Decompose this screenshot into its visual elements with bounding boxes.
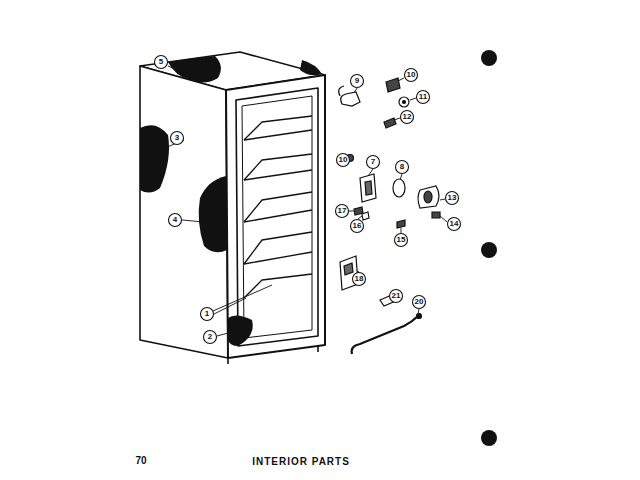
callout-number: 14 <box>450 219 459 229</box>
callout-number: 12 <box>403 112 412 122</box>
callout-number: 1 <box>205 309 209 319</box>
caption: INTERIOR PARTS <box>252 456 350 467</box>
callout-number: 7 <box>371 157 375 167</box>
callout-number: 16 <box>353 221 362 231</box>
callout-number: 5 <box>159 57 163 67</box>
callout-number: 3 <box>175 133 179 143</box>
callout-number: 18 <box>355 274 364 284</box>
callout-number: 10 <box>407 70 416 80</box>
callout-number: 10 <box>339 155 348 165</box>
callout-number: 20 <box>415 297 424 307</box>
callout-number: 11 <box>419 92 427 102</box>
callout-number: 2 <box>208 332 212 342</box>
callout-number: 9 <box>355 76 359 86</box>
page-number: 70 <box>135 456 146 466</box>
callout-number: 17 <box>338 206 347 216</box>
callout-number: 15 <box>397 235 406 245</box>
callout-number: 13 <box>448 193 457 203</box>
callout-number: 8 <box>400 162 404 172</box>
callout-number: 4 <box>173 215 177 225</box>
callout-number: 21 <box>392 291 401 301</box>
